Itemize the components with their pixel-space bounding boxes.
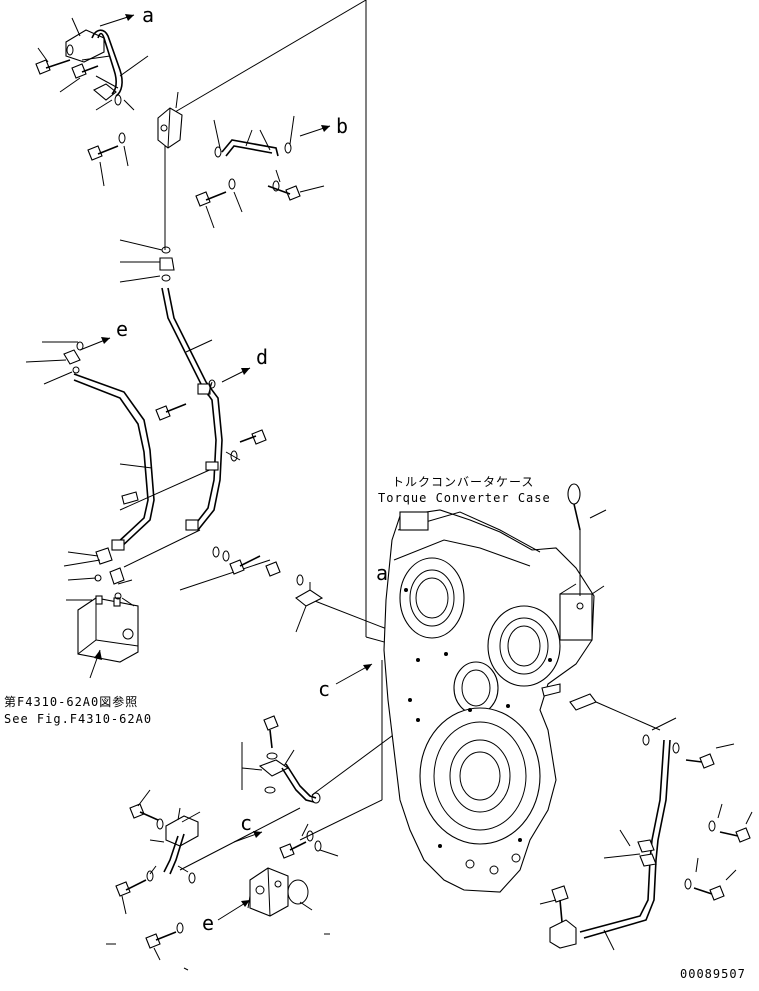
left-fittings-lower — [63, 547, 135, 607]
svg-text:00089507: 00089507 — [680, 967, 746, 981]
svg-text:See Fig.F4310-62A0: See Fig.F4310-62A0 — [4, 712, 152, 726]
svg-text:トルクコンバータケース: トルクコンバータケース — [392, 475, 534, 489]
connection-lines — [119, 0, 433, 871]
svg-text:a: a — [376, 561, 388, 585]
svg-text:e: e — [202, 911, 214, 935]
bottom-center-fitting — [241, 715, 321, 804]
drawing-number: 00089507 — [680, 967, 746, 981]
mid-clip — [265, 561, 324, 633]
center-tube-d — [161, 287, 241, 531]
callout-c-mid: c — [318, 663, 373, 701]
top-tube-a — [91, 29, 123, 97]
top-bracket — [65, 29, 119, 101]
left-tube-e — [25, 341, 155, 551]
torque-converter-case — [383, 509, 605, 893]
svg-text:e: e — [116, 317, 128, 341]
center-bolts — [155, 379, 267, 575]
callout-e-bottom: e — [202, 899, 251, 935]
callout-b-top: b — [299, 114, 348, 138]
svg-text:c: c — [318, 677, 330, 701]
svg-text:c: c — [240, 811, 252, 835]
center-connector — [119, 239, 175, 283]
bottom-block-fitting — [249, 867, 313, 917]
svg-text:a: a — [142, 3, 154, 27]
right-tube — [539, 693, 753, 951]
top-block-fitting — [157, 107, 183, 149]
callout-a-top: a — [99, 3, 154, 27]
left-valve-block — [77, 595, 139, 679]
callout-d-top: d — [221, 345, 268, 383]
top-bolts — [35, 44, 301, 207]
top-leader-lines — [37, 17, 325, 229]
svg-text:Torque Converter Case: Torque Converter Case — [378, 491, 551, 505]
bottom-bracket — [163, 811, 201, 875]
svg-text:第F4310-62A0図参照: 第F4310-62A0図参照 — [4, 694, 138, 709]
reference-note: 第F4310-62A0図参照 See Fig.F4310-62A0 — [4, 694, 152, 726]
top-tube-b — [221, 139, 279, 157]
callout-c-bottom: c — [233, 811, 263, 843]
svg-text:b: b — [336, 114, 348, 138]
callout-e-top: e — [79, 317, 128, 351]
dipstick — [567, 483, 607, 596]
bottom-bolts — [106, 789, 339, 971]
case-label: トルクコンバータケース Torque Converter Case — [378, 475, 551, 505]
svg-text:d: d — [256, 345, 268, 369]
